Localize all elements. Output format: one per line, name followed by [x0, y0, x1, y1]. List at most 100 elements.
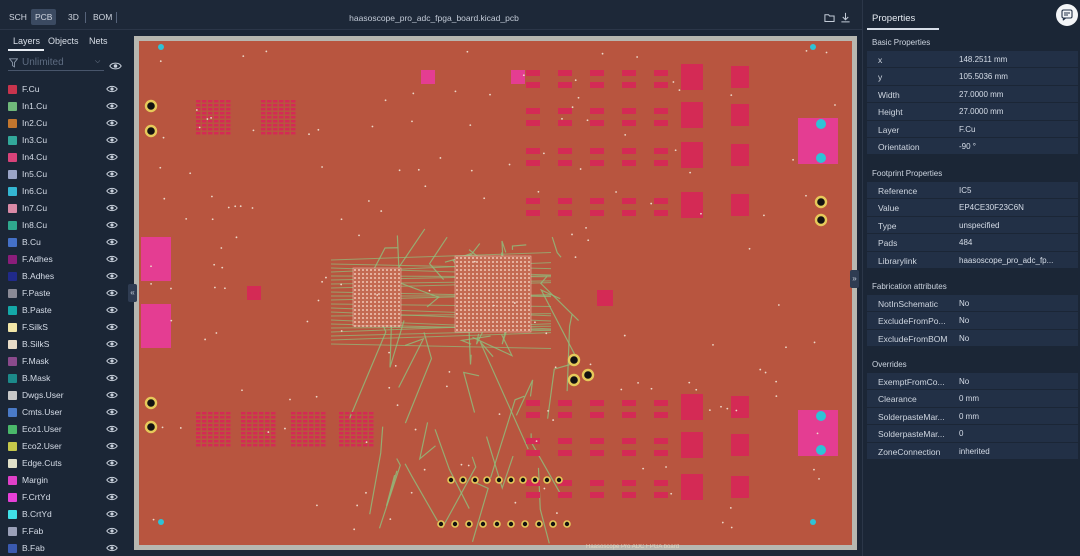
- property-value[interactable]: No: [959, 299, 970, 308]
- layer-row[interactable]: Eco2.User: [0, 438, 131, 455]
- eye-icon[interactable]: [106, 475, 118, 485]
- layer-row[interactable]: Margin: [0, 472, 131, 489]
- layer-row[interactable]: B.SilkS: [0, 336, 131, 353]
- eye-icon[interactable]: [106, 288, 118, 298]
- eye-icon[interactable]: [106, 84, 118, 94]
- layer-row[interactable]: Cmts.User: [0, 404, 131, 421]
- layer-row[interactable]: In4.Cu: [0, 149, 131, 166]
- property-value[interactable]: No: [959, 316, 970, 326]
- layer-color-swatch[interactable]: [8, 153, 17, 162]
- layer-color-swatch[interactable]: [8, 204, 17, 213]
- layer-color-swatch[interactable]: [8, 340, 17, 349]
- layer-color-swatch[interactable]: [8, 510, 17, 519]
- eye-icon[interactable]: [106, 118, 118, 128]
- eye-icon[interactable]: [106, 492, 118, 502]
- property-value[interactable]: EP4CE30F23C6N: [959, 203, 1024, 213]
- pcb-canvas[interactable]: Haasoscope Pro ADC FPGA board « »: [128, 30, 862, 556]
- layer-row[interactable]: Dwgs.User: [0, 387, 131, 404]
- eye-icon[interactable]: [106, 339, 118, 349]
- layer-color-swatch[interactable]: [8, 170, 17, 179]
- layer-color-swatch[interactable]: [8, 238, 17, 247]
- layer-color-swatch[interactable]: [8, 357, 17, 366]
- eye-icon[interactable]: [106, 254, 118, 264]
- eye-icon[interactable]: [106, 424, 118, 434]
- layer-color-swatch[interactable]: [8, 289, 17, 298]
- layer-color-swatch[interactable]: [8, 306, 17, 315]
- folder-open-icon[interactable]: [824, 12, 835, 23]
- layer-row[interactable]: In7.Cu: [0, 200, 131, 217]
- eye-icon[interactable]: [106, 220, 118, 230]
- download-icon[interactable]: [840, 12, 851, 23]
- eye-toggle-all-icon[interactable]: [109, 61, 122, 71]
- layer-color-swatch[interactable]: [8, 85, 17, 94]
- eye-icon[interactable]: [106, 101, 118, 111]
- layer-color-swatch[interactable]: [8, 374, 17, 383]
- eye-icon[interactable]: [106, 441, 118, 451]
- layer-row[interactable]: F.SilkS: [0, 319, 131, 336]
- layer-color-swatch[interactable]: [8, 527, 17, 536]
- layer-row[interactable]: In3.Cu: [0, 132, 131, 149]
- layer-color-swatch[interactable]: [8, 391, 17, 400]
- property-value[interactable]: inherited: [959, 446, 990, 456]
- layer-row[interactable]: In6.Cu: [0, 183, 131, 200]
- layer-row[interactable]: Edge.Cuts: [0, 455, 131, 472]
- layer-row[interactable]: B.Mask: [0, 370, 131, 387]
- layer-row[interactable]: B.CrtYd: [0, 506, 131, 523]
- tab-properties[interactable]: Properties: [872, 13, 916, 24]
- property-value[interactable]: No: [959, 333, 970, 343]
- eye-icon[interactable]: [106, 407, 118, 417]
- layer-color-swatch[interactable]: [8, 459, 17, 468]
- eye-icon[interactable]: [106, 509, 118, 519]
- layer-row[interactable]: F.Mask: [0, 353, 131, 370]
- layer-color-swatch[interactable]: [8, 272, 17, 281]
- property-value[interactable]: 27.0000 mm: [959, 89, 1004, 99]
- property-value[interactable]: IC5: [959, 186, 972, 195]
- property-value[interactable]: 0 mm: [959, 394, 979, 404]
- eye-icon[interactable]: [106, 390, 118, 400]
- layer-row[interactable]: F.Adhes: [0, 251, 131, 268]
- property-value[interactable]: 148.2511 mm: [959, 55, 1008, 64]
- eye-icon[interactable]: [106, 152, 118, 162]
- pcb-board-render[interactable]: Haasoscope Pro ADC FPGA board: [131, 30, 862, 556]
- layer-color-swatch[interactable]: [8, 442, 17, 451]
- eye-icon[interactable]: [106, 356, 118, 366]
- layer-row[interactable]: B.Fab: [0, 540, 131, 556]
- eye-icon[interactable]: [106, 543, 118, 553]
- layer-color-swatch[interactable]: [8, 408, 17, 417]
- property-value[interactable]: 0: [959, 429, 964, 439]
- eye-icon[interactable]: [106, 526, 118, 536]
- layer-row[interactable]: F.CrtYd: [0, 489, 131, 506]
- layer-color-swatch[interactable]: [8, 221, 17, 230]
- layer-row[interactable]: F.Paste: [0, 285, 131, 302]
- property-value[interactable]: 0 mm: [959, 411, 979, 421]
- tab-sch[interactable]: SCH: [9, 12, 27, 22]
- layer-row[interactable]: B.Adhes: [0, 268, 131, 285]
- property-value[interactable]: unspecified: [959, 220, 1000, 230]
- eye-icon[interactable]: [106, 203, 118, 213]
- layer-row[interactable]: F.Cu: [0, 81, 131, 98]
- layer-row[interactable]: B.Cu: [0, 234, 131, 251]
- eye-icon[interactable]: [106, 186, 118, 196]
- layer-color-swatch[interactable]: [8, 255, 17, 264]
- eye-icon[interactable]: [106, 322, 118, 332]
- layer-row[interactable]: Eco1.User: [0, 421, 131, 438]
- eye-icon[interactable]: [106, 373, 118, 383]
- layer-color-swatch[interactable]: [8, 136, 17, 145]
- property-value[interactable]: -90 °: [959, 141, 976, 151]
- eye-icon[interactable]: [106, 237, 118, 247]
- layer-row[interactable]: B.Paste: [0, 302, 131, 319]
- layer-row[interactable]: F.Fab: [0, 523, 131, 540]
- layer-filter-select[interactable]: Unlimited ⌵: [8, 55, 104, 71]
- property-value[interactable]: 105.5036 mm: [959, 72, 1008, 82]
- eye-icon[interactable]: [106, 271, 118, 281]
- collapse-right-icon[interactable]: »: [850, 270, 859, 288]
- tab-nets[interactable]: Nets: [89, 36, 108, 46]
- tab-layers[interactable]: Layers: [13, 36, 41, 46]
- layer-color-swatch[interactable]: [8, 102, 17, 111]
- layer-color-swatch[interactable]: [8, 425, 17, 434]
- eye-icon[interactable]: [106, 458, 118, 468]
- layer-color-swatch[interactable]: [8, 187, 17, 196]
- layer-color-swatch[interactable]: [8, 493, 17, 502]
- layer-color-swatch[interactable]: [8, 476, 17, 485]
- property-value[interactable]: No: [959, 377, 970, 386]
